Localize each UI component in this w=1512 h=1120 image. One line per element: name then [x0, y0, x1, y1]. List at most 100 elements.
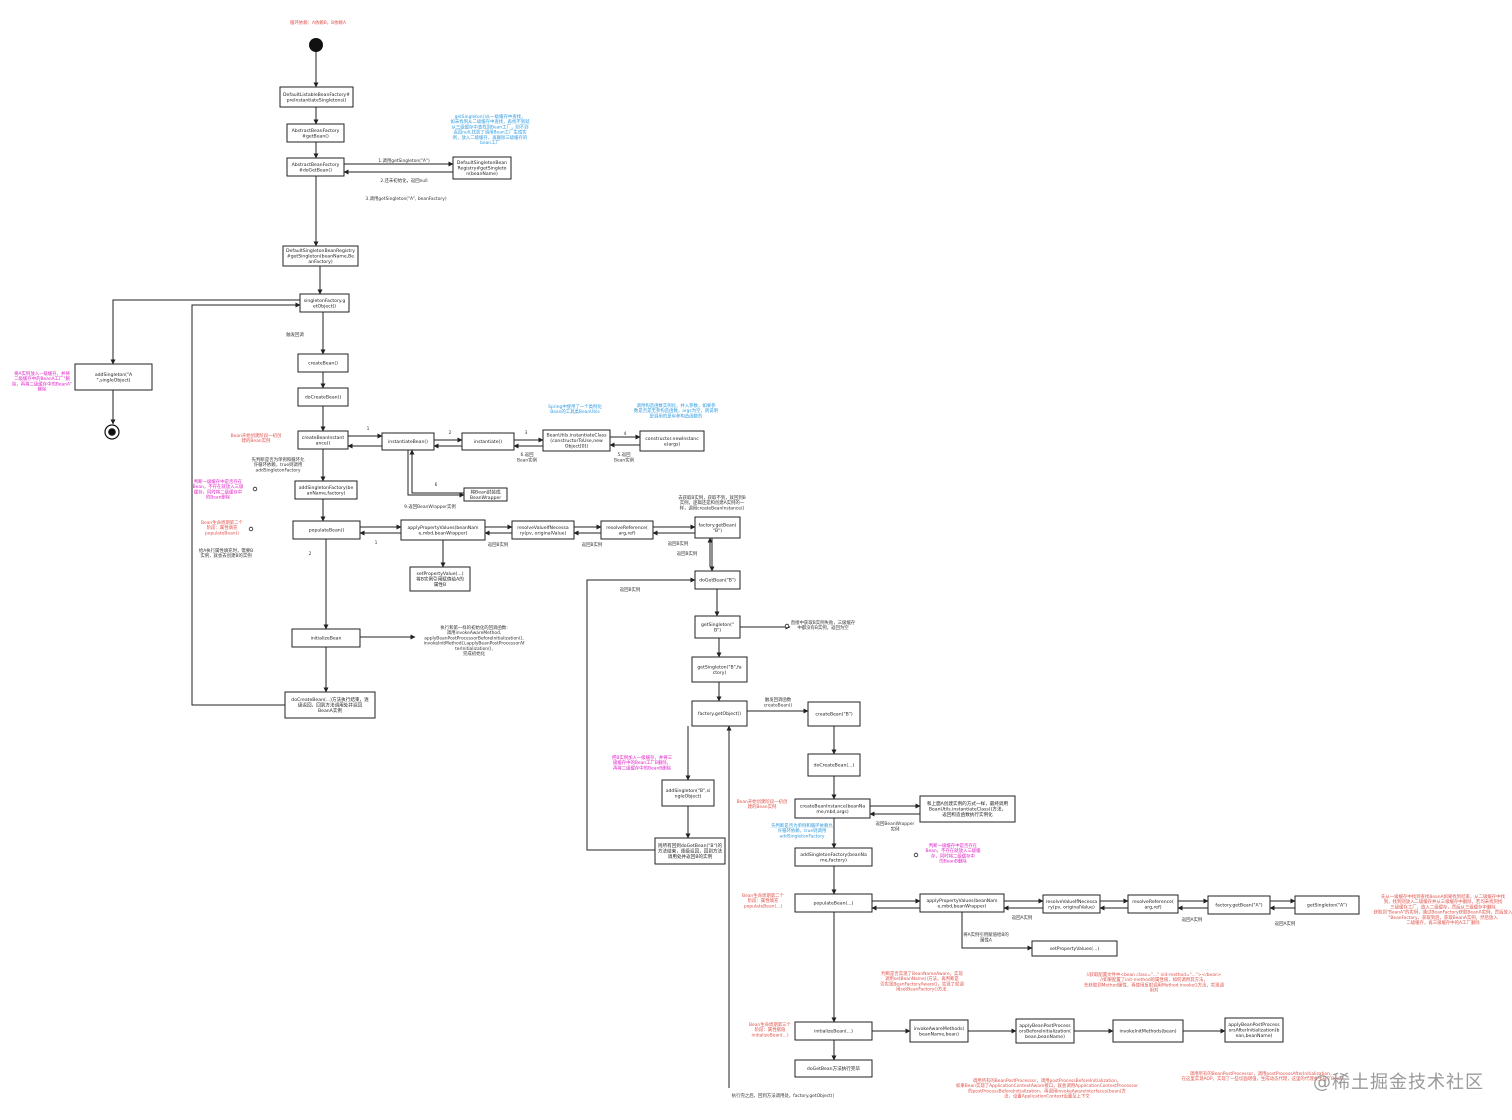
node-text: me,factory) — [820, 857, 847, 863]
edge-labels: 1.调用getSingleton("A")2.还未初始化，返回null3.调用g… — [286, 157, 1296, 1099]
node-text: getSingleton("B",fa — [697, 664, 741, 670]
edge-label: 6 — [435, 482, 438, 488]
node-apply-after: applyBeanPostProcessorsAfterInitializati… — [1224, 1017, 1284, 1043]
node-text: 将Bean封装成 — [470, 488, 500, 495]
note-connector — [913, 852, 919, 858]
node-registry: DefaultSingletonBeanRegistry#getSingleto… — [452, 156, 512, 180]
node-singleton-factory-get: singletonFactory.getObject() — [299, 293, 350, 313]
node-text: applyBeanPostProcess — [1228, 1022, 1280, 1028]
node-text: DefaultSingletonBeanRegistry — [286, 248, 355, 254]
annotation-note: Bean开始创建阶段一初创建的Bean实例 — [231, 432, 282, 444]
node-text: doGetBean("B") — [699, 578, 736, 584]
node-text: createBeanInstance(beanNa — [800, 803, 866, 809]
node-text: BeanWrapper — [470, 495, 501, 501]
nodes: DefaultListableBeanFactory#preInstantiat… — [74, 86, 1360, 1078]
node-text: instantiateBean() — [388, 439, 428, 445]
edge-arrow — [191, 302, 301, 706]
note-connector — [784, 623, 790, 629]
node-text: doCreateBean() — [305, 395, 341, 401]
node-text: resolveValueIfNecessa — [517, 525, 569, 531]
node-add-singleton-b: addSingleton("B",singleObject) — [661, 779, 715, 807]
node-create-bean-instance-b-note: 和上面A创建实例的方式一样，最终调用BeanUtils.instantiateC… — [919, 795, 1016, 823]
start-node — [309, 38, 323, 52]
edge-label: 将A实例引用赋值给B的属性A — [963, 931, 1009, 943]
node-text: initializeBean(...) — [814, 1029, 853, 1035]
node-text: #doGetBean() — [299, 167, 332, 173]
node-text: addSingleton("A — [95, 372, 133, 378]
edges — [110, 52, 1296, 1088]
node-populate-bean: populateBean() — [292, 520, 361, 540]
node-text: ry(pv, originalValue) — [520, 530, 567, 536]
node-do-get-bean: AbstractBeanFactory#doGetBean() — [286, 157, 345, 177]
node-text: resolveValueIfNecessa — [1046, 899, 1098, 905]
edge-label: 返回B实例 — [677, 550, 698, 557]
node-text: invokeInitMethods(bean) — [1119, 1029, 1176, 1035]
note-connector — [252, 486, 258, 492]
node-text: constructor.newInstanc — [645, 436, 699, 442]
node-text: arg,ref) — [1144, 904, 1161, 910]
node-add-singleton-factory-b: addSingletonFactory(beanName,factory) — [794, 847, 873, 867]
node-text: factory.getBean( — [698, 522, 736, 528]
edge-label: 返回A实例 — [1275, 920, 1296, 927]
node-text: DefaultSingletonBean — [457, 160, 507, 166]
node-text: createBean() — [308, 361, 338, 367]
node-apply-props: applyPropertyValues(beanName,mbd,beanWra… — [400, 519, 486, 541]
node-text: AbstractBeanFactory — [292, 162, 340, 168]
node-do-get-bean-b: doGetBean("B") — [694, 570, 741, 590]
node-text: n(beanName) — [466, 171, 498, 177]
node-factory-get-bean-a: factory.getBean("A") — [1207, 895, 1271, 915]
node-initialize-bean-b: initializeBean(...) — [794, 1021, 873, 1041]
edge-label: 返回B实例 — [488, 541, 509, 548]
node-text: Registry#getSingleto — [458, 166, 507, 172]
annotation-note: 先从一级缓存中找到查找BeanA如果找到结束，从二级缓存中找到，找到则放入二级缓… — [1374, 893, 1512, 926]
node-text: AbstractBeanFactory — [292, 128, 340, 134]
edge-label: 执行完之后，回到方法调用处，factory.getObject() — [732, 1092, 835, 1099]
node-text: doCreateBean(...)方法执行结束，逐 — [291, 696, 369, 703]
node-add-singleton-a: addSingleton("A",singleObject) — [74, 363, 153, 391]
node-factory-get-bean-b: factory.getBean("B") — [694, 516, 741, 539]
node-get-singleton-b-factory: getSingleton("B",factory) — [691, 656, 748, 683]
node-text: BeanUtils.instantiateClass()方法， — [929, 806, 1006, 813]
edge-label: 返回A实例 — [1182, 916, 1203, 923]
annotation-note: 执行和第一样的初始化的回调函数:调用invokeAwareMethod,appl… — [424, 624, 525, 657]
edge-label: 2 — [449, 430, 452, 436]
node-text: createBean("B") — [815, 712, 852, 718]
node-text: addSingletonFactory(beanNa — [800, 852, 867, 858]
node-text: (constructorToUse,new — [550, 438, 603, 444]
annotation-note: 直接中获取B实例失败，三级缓存中都没有B实例，返回为空 — [791, 619, 856, 631]
node-text: factory.getObject() — [698, 711, 741, 717]
edge-label: 返回B实例 — [582, 541, 603, 548]
node-text: setPropertyValue(...) — [416, 571, 463, 577]
node-do-create-bean-end: doCreateBean(...)方法执行结束，逐级返回，回到方法调用处并返回B… — [284, 691, 376, 719]
diagram-title: 循环依赖：A依赖B，B依赖A — [290, 19, 346, 26]
node-get-singleton-b: getSingleton("B") — [694, 615, 741, 639]
node-text: singletonFactory.g — [304, 298, 346, 304]
node-do-create-bean-b: doCreateBean(...) — [807, 753, 861, 777]
node-text: 级返回，回到方法调用处并返回 — [298, 702, 363, 709]
node-text: doGetBean方法执行完毕 — [807, 1065, 861, 1072]
node-bean-utils: BeanUtils.instantiateClass(constructorTo… — [542, 429, 611, 452]
annotation-note: 调用构造函数实例化，并入参数，如果参数是否是无参构造函数，args为空，则说明是… — [634, 402, 719, 419]
edge-label: 1 — [375, 540, 378, 546]
node-text: resolveReference( — [606, 525, 648, 531]
annotation-note: getSingleton()从一级缓存中查找，如未找到从二级缓存中查找，再找不到… — [450, 113, 530, 146]
node-text: #getSingleton(beanName,Be — [287, 254, 354, 260]
end-node — [104, 424, 120, 440]
node-text: applyBeanPostProcess — [1019, 1023, 1071, 1029]
node-factory-get-object: factory.getObject() — [691, 700, 748, 727]
node-do-create-bean: doCreateBean() — [297, 387, 349, 407]
edge-arrow — [961, 912, 1033, 951]
node-create-bean-instance-b: createBeanInstance(beanName,mbd,args) — [794, 798, 871, 819]
node-do-get-bean-end-b: doGetBean方法执行完毕 — [794, 1059, 873, 1078]
node-create-bean-b: createBean("B") — [807, 701, 861, 727]
edge-label: 返回A实例 — [1012, 914, 1033, 921]
node-get-singleton-a: getSingleton("A") — [1294, 895, 1360, 915]
edge-label: 1 — [367, 426, 370, 432]
